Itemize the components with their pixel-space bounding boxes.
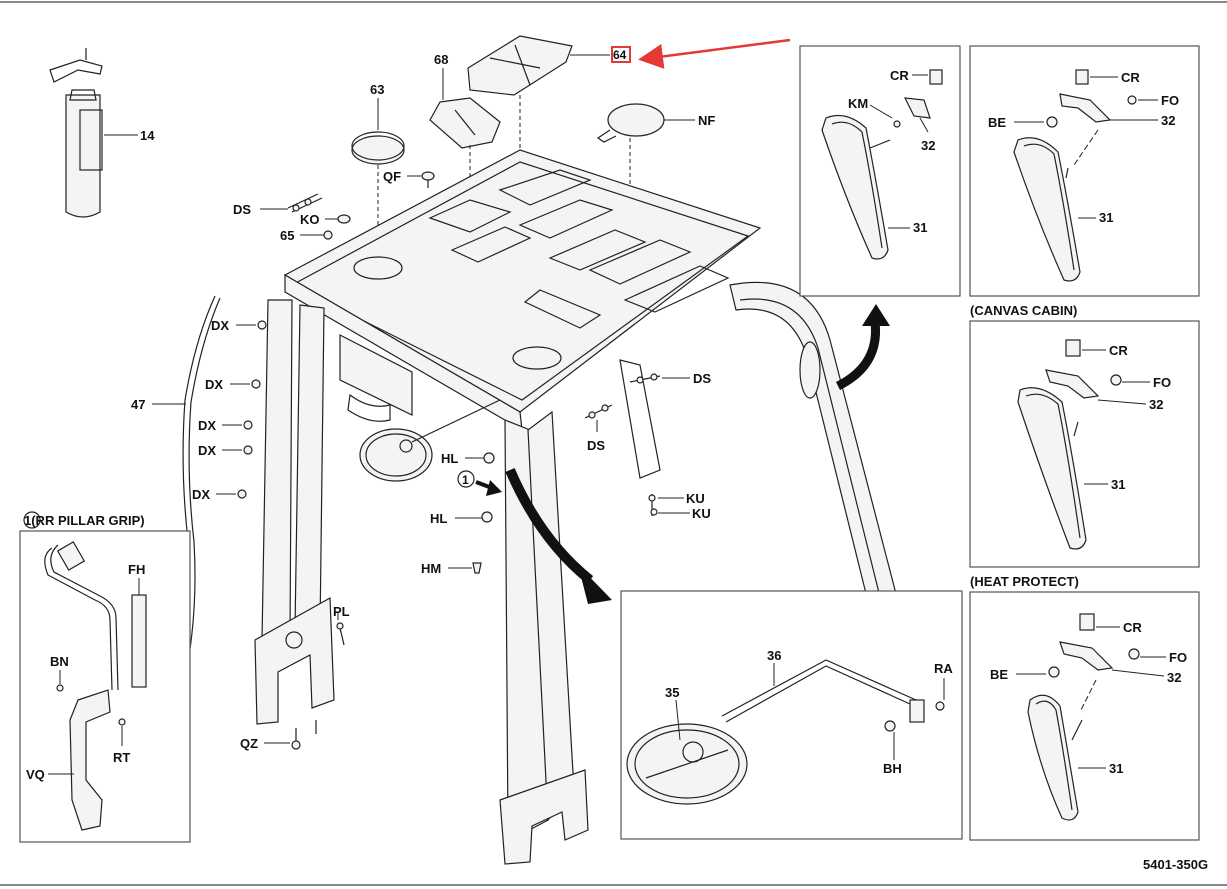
label-vq: VQ — [26, 767, 45, 782]
fasteners-ku — [648, 494, 690, 516]
cushion-64 — [467, 35, 610, 180]
label-bh: BH — [883, 761, 902, 776]
plate-nf — [596, 103, 695, 190]
fasteners-dx — [216, 320, 267, 499]
fasteners-ds-right — [584, 373, 690, 432]
label-14: 14 — [140, 128, 155, 143]
label-ku-1: KU — [686, 491, 705, 506]
inset-heat-protect — [969, 591, 1200, 841]
fasteners-hl-hm — [448, 452, 495, 574]
inset-rr-pillar-grip: 1(RR PILLAR GRIP) — [19, 511, 191, 843]
label-qf: QF — [383, 169, 401, 184]
canvas-cabin-title: (CANVAS CABIN) — [970, 303, 1077, 318]
fire-extinguisher-part — [49, 48, 138, 218]
inset-mirror-be — [969, 45, 1200, 297]
label-ds-right: DS — [693, 371, 711, 386]
label-ku-2: KU — [692, 506, 711, 521]
heat-protect-title: (HEAT PROTECT) — [970, 574, 1079, 589]
fastener-65 — [300, 230, 333, 240]
label-hl-2: HL — [430, 511, 447, 526]
arrow-to-mirror-inset — [835, 321, 881, 391]
label-fo-4: FO — [1169, 650, 1187, 665]
label-hm: HM — [421, 561, 441, 576]
label-dx-1: DX — [211, 318, 229, 333]
label-fo-3: FO — [1153, 375, 1171, 390]
label-dx-3: DX — [198, 418, 216, 433]
label-31-2: 31 — [1099, 210, 1113, 225]
inset-mirror-arm — [620, 590, 963, 840]
red-pointer-arrow — [638, 38, 791, 69]
label-km: KM — [848, 96, 868, 111]
label-35: 35 — [665, 685, 679, 700]
label-fo-2: FO — [1161, 93, 1179, 108]
callout-1-label: 1 — [462, 473, 469, 487]
label-64: 64 — [613, 48, 627, 62]
label-32-3: 32 — [1149, 397, 1163, 412]
plug-cap-63 — [351, 98, 405, 255]
label-dx-2: DX — [205, 377, 223, 392]
label-31-4: 31 — [1109, 761, 1123, 776]
fastener-qf — [407, 171, 435, 188]
side-mirror-on-frame — [799, 341, 821, 399]
label-47: 47 — [131, 397, 145, 412]
label-cr-1: CR — [890, 68, 909, 83]
label-63: 63 — [370, 82, 384, 97]
label-dx-5: DX — [192, 487, 210, 502]
label-fh: FH — [128, 562, 145, 577]
fasteners-pl-qz — [264, 612, 345, 750]
label-be-2: BE — [988, 115, 1006, 130]
overhead-guard-frame — [254, 149, 909, 865]
label-rt: RT — [113, 750, 130, 765]
callout-circle-1 — [457, 470, 475, 488]
label-31-1: 31 — [913, 220, 927, 235]
label-31-3: 31 — [1111, 477, 1125, 492]
label-ko: KO — [300, 212, 320, 227]
label-36: 36 — [767, 648, 781, 663]
label-ra: RA — [934, 661, 953, 676]
label-65: 65 — [280, 228, 294, 243]
label-32-2: 32 — [1161, 113, 1175, 128]
label-32-4: 32 — [1167, 670, 1181, 685]
highlight-box-64 — [611, 46, 631, 63]
label-68: 68 — [434, 52, 448, 67]
label-cr-2: CR — [1121, 70, 1140, 85]
label-be-4: BE — [990, 667, 1008, 682]
label-pl: PL — [333, 604, 350, 619]
label-cr-4: CR — [1123, 620, 1142, 635]
label-nf: NF — [698, 113, 715, 128]
fastener-ko — [325, 214, 351, 224]
grip-inset-title: 1(RR PILLAR GRIP) — [24, 513, 145, 528]
label-ds-lower: DS — [587, 438, 605, 453]
arrow-to-mirror-arm — [505, 468, 594, 584]
inset-mirror-km — [799, 45, 961, 297]
label-32-1: 32 — [921, 138, 935, 153]
label-dx-4: DX — [198, 443, 216, 458]
label-cr-3: CR — [1109, 343, 1128, 358]
inset-canvas-cabin — [969, 320, 1200, 568]
label-bn: BN — [50, 654, 69, 669]
label-hl-1: HL — [441, 451, 458, 466]
drawing-number: 5401-350G — [1143, 857, 1208, 872]
label-qz: QZ — [240, 736, 258, 751]
label-ds-top: DS — [233, 202, 251, 217]
round-mirror-front — [359, 399, 501, 482]
fastener-ds-top — [260, 193, 323, 213]
